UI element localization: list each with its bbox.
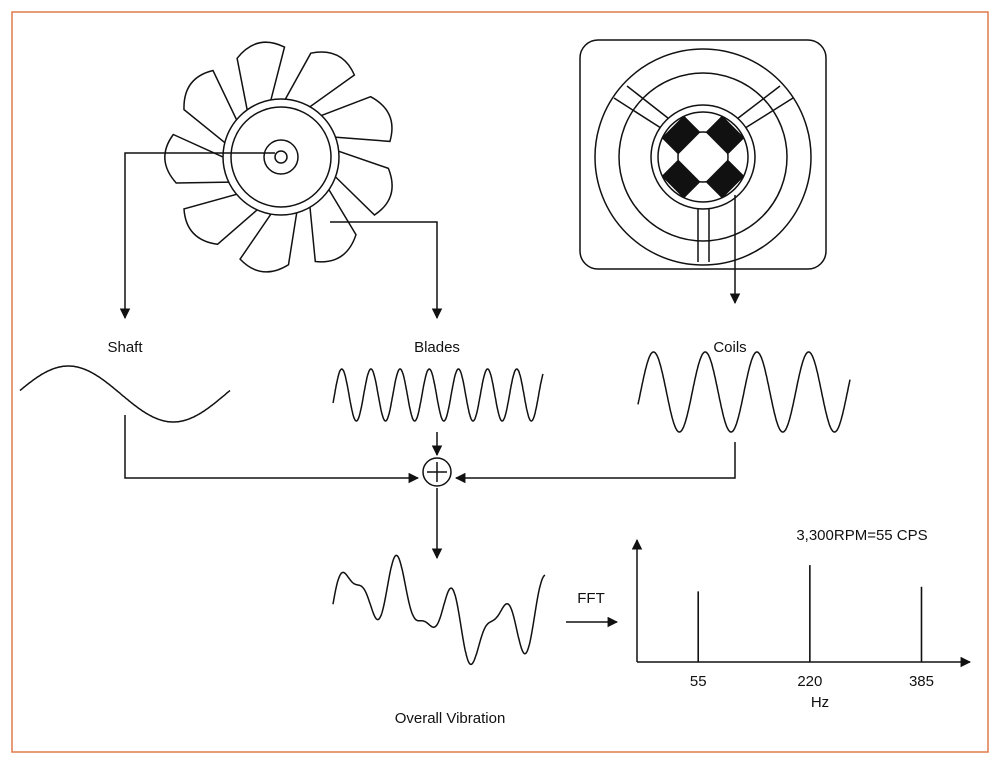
fan-blade bbox=[328, 147, 393, 216]
coils-label: Coils bbox=[713, 339, 746, 356]
x-tick-label: 55 bbox=[690, 673, 707, 690]
fan-shaft bbox=[263, 139, 299, 175]
shaft-waveform bbox=[19, 365, 231, 423]
coils-waveform bbox=[637, 351, 851, 433]
spectrum-chart: 55 220 385 3,300RPM=55 CPS Hz bbox=[631, 527, 972, 711]
summing-junction-icon bbox=[422, 457, 452, 487]
fan-blade bbox=[239, 203, 299, 273]
shaft-to-sum-arrow bbox=[124, 415, 420, 484]
x-axis-label: Hz bbox=[811, 694, 829, 711]
spectrum-annotation: 3,300RPM=55 CPS bbox=[796, 527, 927, 544]
fan-icon bbox=[164, 41, 393, 273]
fan-blade bbox=[183, 69, 242, 150]
blades-arrow bbox=[330, 221, 443, 320]
blades-label: Blades bbox=[414, 339, 460, 356]
fan-hub bbox=[222, 98, 340, 216]
fan-blade bbox=[183, 191, 266, 246]
fan-blade bbox=[164, 133, 239, 184]
fft-label: FFT bbox=[577, 590, 605, 607]
x-tick-label: 220 bbox=[797, 673, 822, 690]
fan-hub-ring bbox=[230, 106, 332, 208]
outer-frame bbox=[11, 11, 989, 753]
fan-shaft-center bbox=[274, 150, 288, 164]
x-tick-label: 385 bbox=[909, 673, 934, 690]
coils-to-sum-arrow bbox=[454, 442, 736, 484]
overall-vibration-waveform bbox=[332, 554, 546, 666]
motor-stator-icon bbox=[579, 39, 827, 270]
fan-blade bbox=[236, 41, 286, 120]
shaft-label: Shaft bbox=[107, 339, 143, 356]
shaft-arrow bbox=[119, 152, 275, 320]
overall-vibration-label: Overall Vibration bbox=[395, 710, 506, 727]
blades-waveform bbox=[332, 368, 544, 422]
fan-blade bbox=[279, 51, 356, 113]
